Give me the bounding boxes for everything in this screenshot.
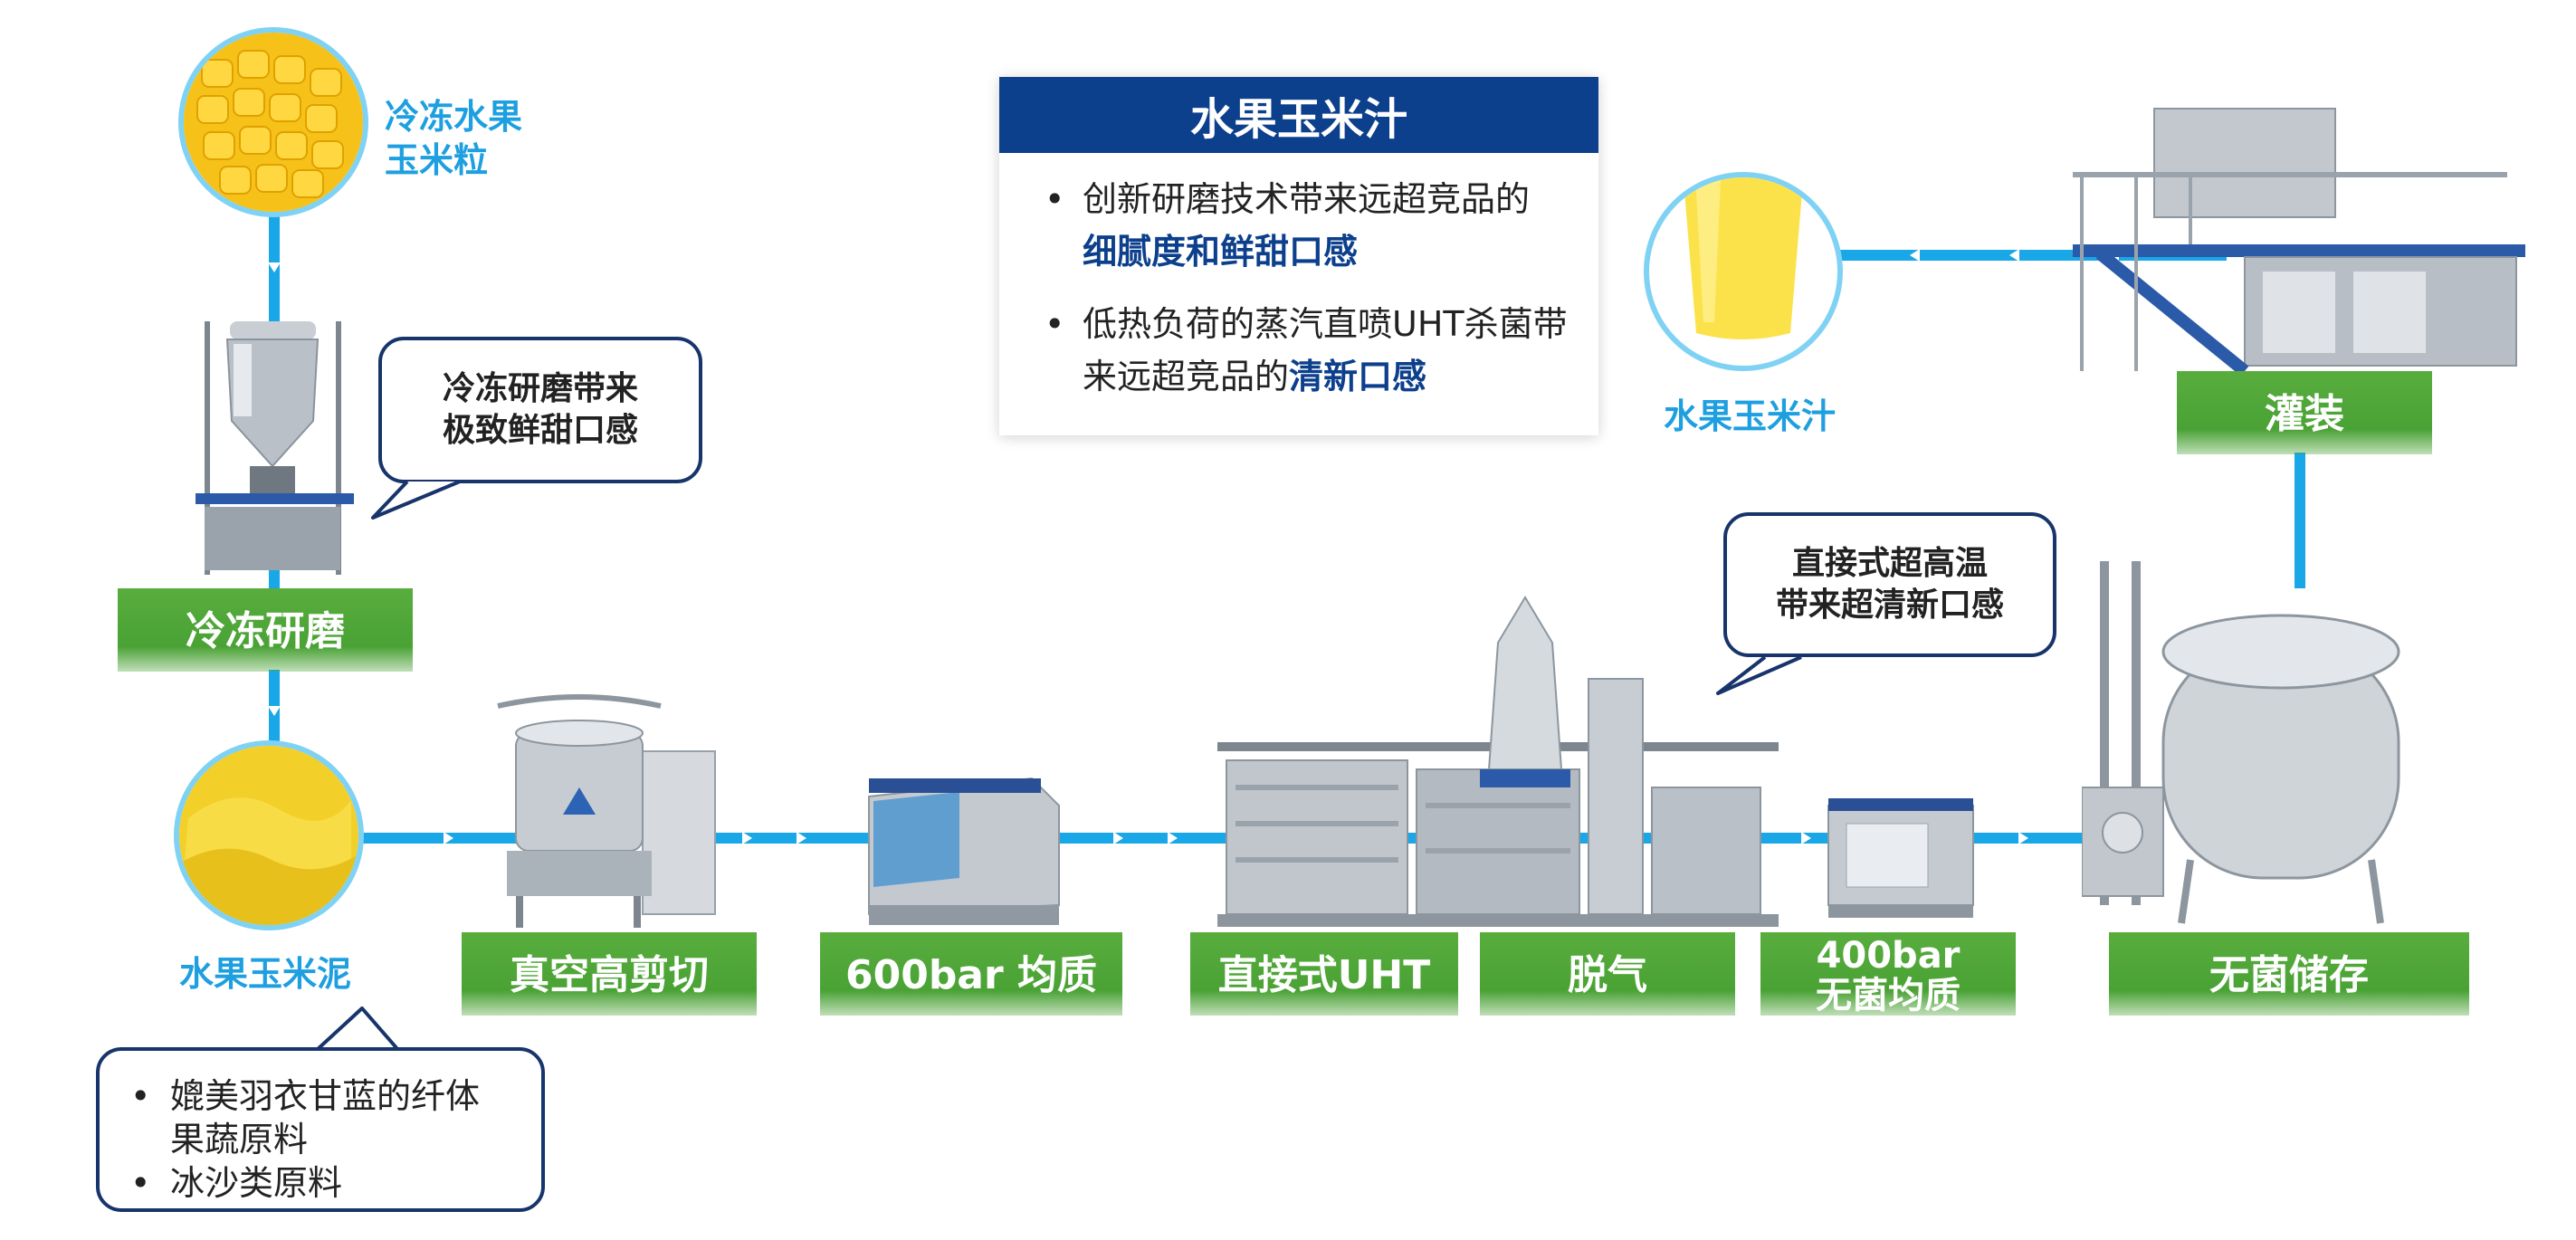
step-deaeration: 脱气 bbox=[1480, 932, 1735, 1016]
freeze-grinder-machine-image bbox=[196, 321, 354, 575]
step-aseptic-homogenize-400: 400bar 无菌均质 bbox=[1760, 932, 2016, 1016]
bubble-tail bbox=[371, 480, 461, 520]
flow-arrow-icon bbox=[2009, 249, 2019, 262]
raw-material-item: 冰沙类原料 bbox=[130, 1161, 514, 1205]
step-freeze-grinding: 冷冻研磨 bbox=[118, 588, 413, 672]
card-bullet: 创新研磨技术带来远超竞品的 细腻度和鲜甜口感 bbox=[1045, 173, 1577, 278]
flow-arrow-icon bbox=[1168, 832, 1178, 844]
juice-caption: 水果玉米汁 bbox=[1664, 396, 1837, 436]
bubble-tail bbox=[315, 1006, 400, 1052]
step-aseptic-storage: 无菌储存 bbox=[2109, 932, 2469, 1016]
frozen-corn-image bbox=[178, 27, 368, 217]
frozen-corn-caption: 冷冻水果 玉米粒 bbox=[385, 97, 523, 180]
card-bullet: 低热负荷的蒸汽直喷UHT杀菌带来远超竞品的清新口感 bbox=[1045, 298, 1577, 403]
step-filling: 灌装 bbox=[2177, 371, 2432, 454]
aseptic-homogenizer-400-image bbox=[1827, 798, 1974, 918]
card-title: 水果玉米汁 bbox=[999, 77, 1598, 153]
flow-arrow-icon bbox=[268, 706, 281, 716]
corn-puree-image bbox=[174, 740, 364, 930]
vacuum-shear-machine-image bbox=[497, 694, 716, 928]
raw-material-item: 媲美羽衣甘蓝的纤体 果蔬原料 bbox=[130, 1074, 514, 1161]
step-homogenize-600: 600bar 均质 bbox=[820, 932, 1122, 1016]
homogenizer-600-image bbox=[868, 777, 1060, 925]
product-info-card: 水果玉米汁 创新研磨技术带来远超竞品的 细腻度和鲜甜口感 低热负荷的蒸汽直喷UH… bbox=[999, 77, 1598, 435]
freeze-grinding-bubble: 冷冻研磨带来 极致鲜甜口感 bbox=[378, 337, 702, 483]
pipe-storage-to-filling bbox=[2295, 453, 2305, 588]
aseptic-storage-tank-image bbox=[2082, 561, 2400, 924]
step-direct-uht: 直接式UHT bbox=[1190, 932, 1458, 1016]
direct-uht-bubble: 直接式超高温 带来超清新口感 bbox=[1723, 512, 2056, 657]
flow-arrow-icon bbox=[797, 832, 806, 844]
corn-puree-caption: 水果玉米泥 bbox=[179, 954, 352, 994]
filling-machine-image bbox=[2073, 108, 2525, 377]
flow-arrow-icon bbox=[1910, 249, 1920, 262]
juice-glass-image bbox=[1644, 172, 1843, 371]
flow-arrow-icon bbox=[1113, 832, 1123, 844]
flow-arrow-icon bbox=[2018, 832, 2028, 844]
bubble-tail bbox=[1716, 655, 1802, 695]
step-vacuum-shear: 真空高剪切 bbox=[462, 932, 757, 1016]
direct-uht-deaerator-image bbox=[1217, 596, 1779, 927]
raw-materials-bubble: 媲美羽衣甘蓝的纤体 果蔬原料 冰沙类原料 bbox=[96, 1047, 545, 1212]
flow-arrow-icon bbox=[444, 832, 453, 844]
flow-arrow-icon bbox=[742, 832, 752, 844]
flow-arrow-icon bbox=[268, 262, 281, 272]
flow-arrow-icon bbox=[1801, 832, 1811, 844]
